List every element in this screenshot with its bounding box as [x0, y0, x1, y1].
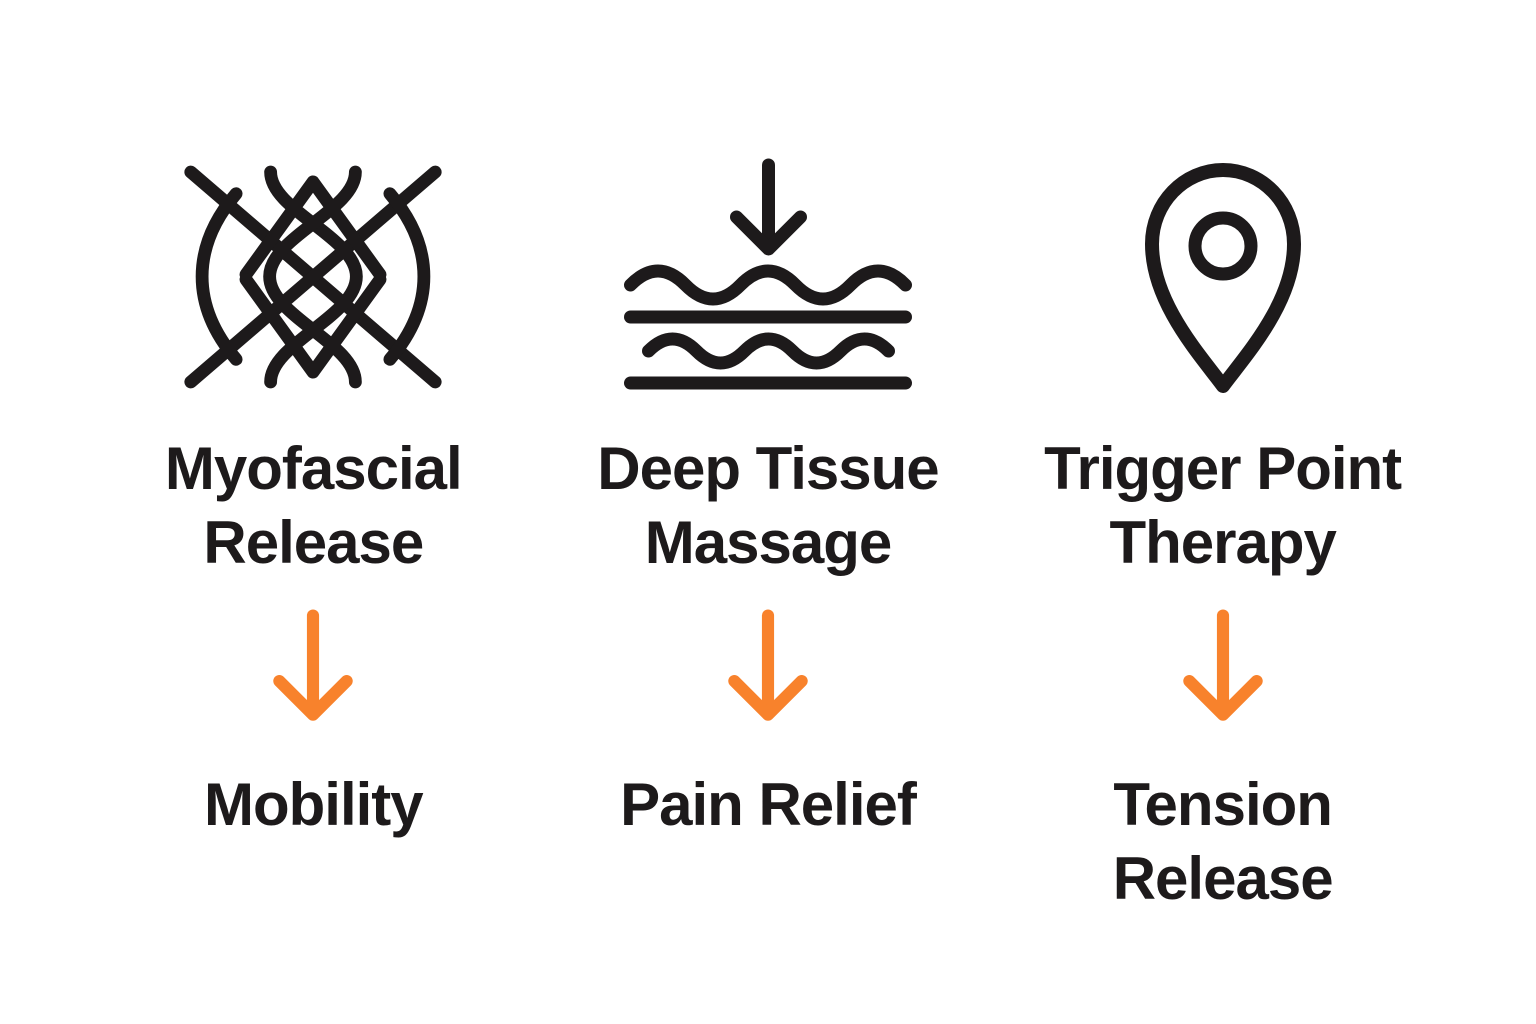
treatment-title: Trigger Point Therapy [1044, 435, 1402, 576]
result-slot: Tension Release [1112, 768, 1334, 916]
title-slot: Deep Tissue Massage [597, 432, 939, 584]
down-arrow-icon [725, 606, 811, 728]
title-slot: Trigger Point Therapy [1044, 432, 1402, 584]
column-myofascial-release: Myofascial Release Mobility [86, 0, 541, 1024]
myofascial-mesh-icon [175, 148, 451, 406]
treatment-title: Deep Tissue Massage [597, 435, 939, 576]
result-slot: Mobility [204, 768, 424, 842]
trigger-point-pin-icon [1135, 148, 1311, 406]
down-arrow-icon [1180, 606, 1266, 728]
column-deep-tissue-massage: Deep Tissue Massage Pain Relief [541, 0, 996, 1024]
benefit-label: Tension Release [1112, 771, 1334, 912]
column-trigger-point-therapy: Trigger Point Therapy Tension Release [995, 0, 1450, 1024]
treatment-title: Myofascial Release [164, 435, 463, 576]
benefit-label: Mobility [204, 771, 424, 838]
result-slot: Pain Relief [620, 768, 917, 842]
deep-tissue-pressure-icon [620, 148, 916, 406]
down-arrow-icon [270, 606, 356, 728]
title-slot: Myofascial Release [164, 432, 463, 584]
benefit-label: Pain Relief [620, 771, 917, 838]
